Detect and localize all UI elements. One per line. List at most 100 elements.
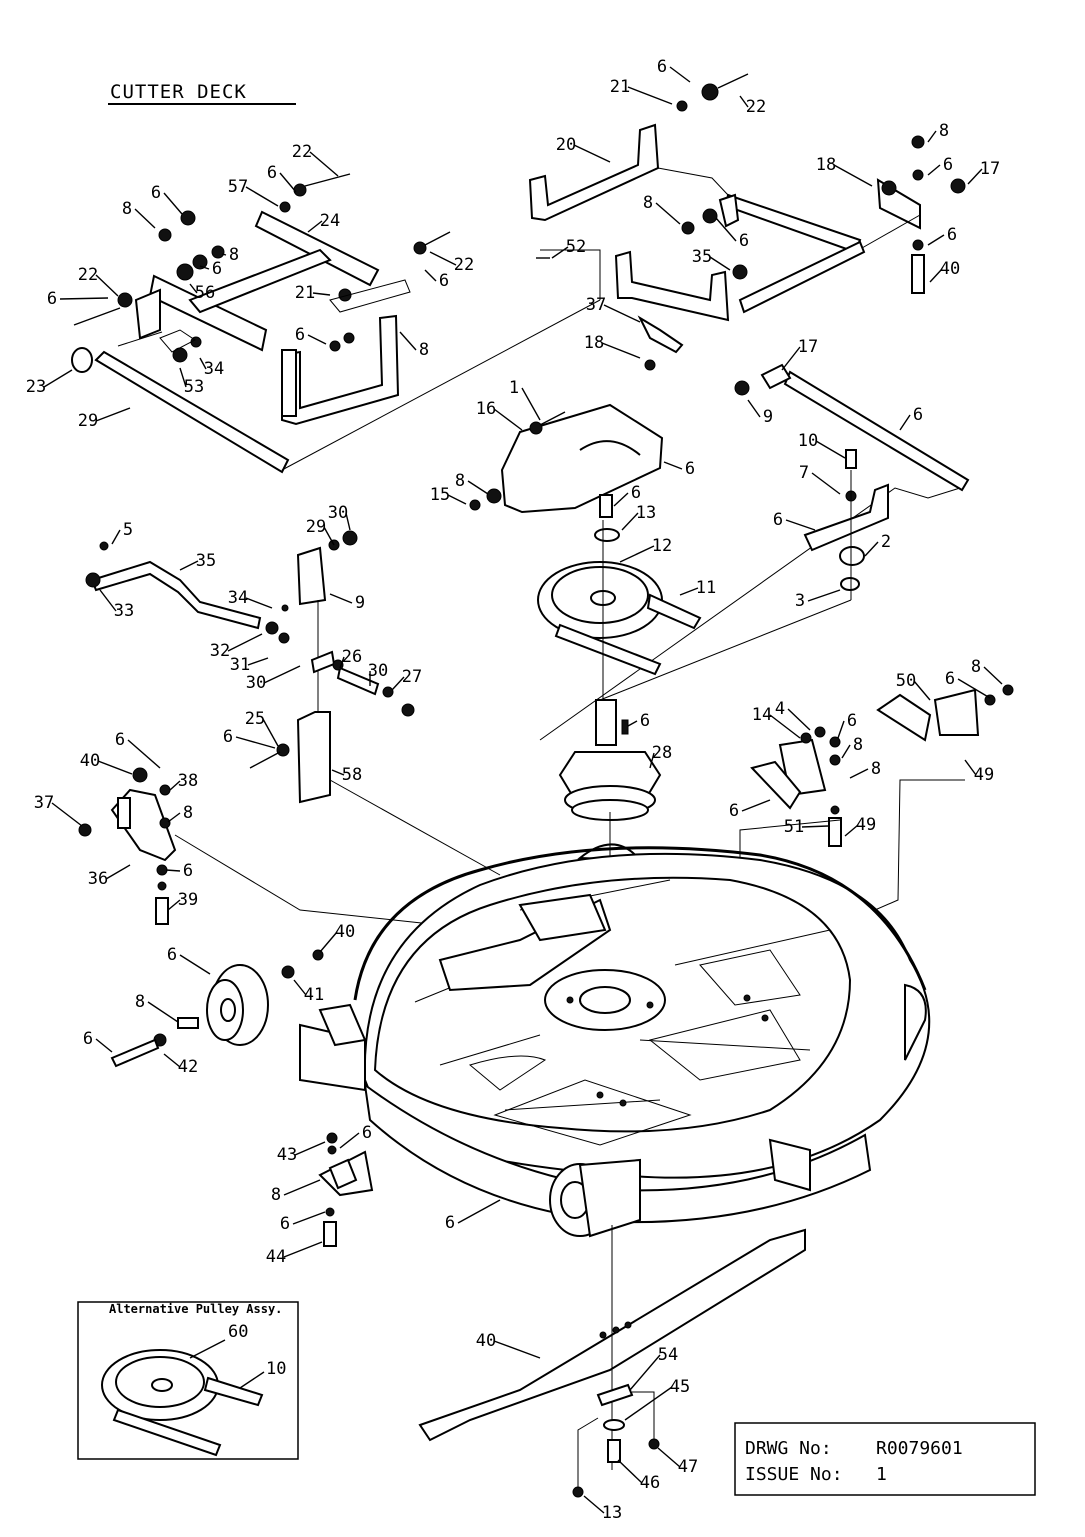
callout-6: 6 (729, 801, 739, 821)
callout-8: 8 (643, 193, 653, 213)
callout-34: 34 (204, 359, 224, 379)
callout-8: 8 (183, 803, 193, 823)
front-hanger-assembly (71, 173, 451, 474)
callout-6: 6 (445, 1213, 455, 1233)
callout-3: 3 (795, 591, 805, 611)
callout-58: 58 (342, 765, 362, 785)
callout-leader (849, 768, 869, 779)
callout-22: 22 (454, 255, 474, 275)
callout-6: 6 (439, 271, 449, 291)
callout-leader (927, 164, 941, 176)
callout-leader (617, 1459, 643, 1484)
callout-6: 6 (773, 510, 783, 530)
callout-leader (294, 1141, 326, 1156)
callout-40: 40 (335, 922, 355, 942)
callout-6: 6 (280, 1214, 290, 1234)
callout-leader (165, 869, 181, 872)
callout-leader (199, 357, 207, 370)
callout-leader (833, 164, 873, 187)
callout-7: 7 (799, 463, 809, 483)
callout-leader (283, 1241, 323, 1258)
callout-26: 26 (342, 647, 362, 667)
callout-leader (331, 769, 345, 776)
callout-leader (189, 283, 198, 294)
callout-6: 6 (47, 289, 57, 309)
callout-24: 24 (320, 211, 340, 231)
callout-leader (811, 472, 841, 495)
callout-14: 14 (752, 705, 772, 725)
callout-33: 33 (114, 601, 134, 621)
callout-leader (319, 931, 338, 953)
callout-leader (105, 864, 131, 880)
callout-42: 42 (178, 1057, 198, 1077)
callout-leader (312, 292, 331, 296)
callout-leader (649, 752, 655, 769)
callout-6: 6 (151, 183, 161, 203)
callout-leader (227, 633, 263, 652)
callout-2: 2 (881, 532, 891, 552)
callout-leader (179, 367, 187, 388)
callout-35: 35 (692, 247, 712, 267)
callout-6: 6 (223, 727, 233, 747)
callout-leader (624, 1386, 673, 1421)
callout-leader (929, 268, 943, 283)
issue-label: ISSUE No: (745, 1464, 843, 1485)
callout-49: 49 (856, 815, 876, 835)
callout-15: 15 (430, 485, 450, 505)
callout-leader (447, 494, 467, 505)
callout-38: 38 (178, 771, 198, 791)
callout-leader (807, 589, 841, 602)
callout-leader (741, 799, 771, 812)
callout-6: 6 (212, 259, 222, 279)
callout-leader (837, 720, 845, 739)
rear-bracket-assembly (78, 767, 486, 946)
callout-29: 29 (78, 411, 98, 431)
callout-leader (551, 246, 569, 259)
callout-leader (781, 346, 801, 371)
callout-leader (493, 1340, 541, 1359)
callout-leader (399, 331, 417, 351)
callout-21: 21 (295, 283, 315, 303)
callout-leader (345, 512, 351, 531)
callout-28: 28 (652, 743, 672, 763)
callout-46: 46 (640, 1473, 660, 1493)
callout-leader (245, 597, 273, 609)
callout-39: 39 (178, 890, 198, 910)
callout-leader (293, 979, 307, 996)
callout-leader (424, 269, 437, 282)
callout-22: 22 (78, 265, 98, 285)
callout-leader (747, 399, 761, 418)
callout-22: 22 (746, 97, 766, 117)
callout-13: 13 (602, 1503, 622, 1523)
callout-leader (601, 342, 641, 359)
callout-leader (147, 1001, 179, 1023)
callout-47: 47 (678, 1457, 698, 1477)
drwg-number: R0079601 (876, 1438, 963, 1459)
callout-leader (245, 186, 279, 207)
callout-leader (221, 253, 227, 256)
callout-6: 6 (913, 405, 923, 425)
callout-9: 9 (355, 593, 365, 613)
callout-leader (283, 1179, 321, 1196)
callout-50: 50 (896, 671, 916, 691)
callout-6: 6 (943, 155, 953, 175)
callout-leader (913, 680, 931, 701)
callout-leader (323, 526, 335, 546)
callout-34: 34 (228, 588, 248, 608)
callout-40: 40 (940, 259, 960, 279)
callout-9: 9 (763, 407, 773, 427)
callout-54: 54 (658, 1345, 678, 1365)
callout-17: 17 (980, 159, 1000, 179)
leader-line (540, 249, 601, 300)
callout-53: 53 (184, 377, 204, 397)
callout-leader (43, 369, 73, 388)
callout-35: 35 (196, 551, 216, 571)
cutter-blade (418, 1225, 806, 1498)
callout-leader (815, 440, 846, 459)
callout-8: 8 (939, 121, 949, 141)
alternative-pulley-inset: Alternative Pulley Assy. 60 10 (77, 1301, 299, 1460)
callout-6: 6 (115, 730, 125, 750)
callout-leader (603, 304, 641, 323)
callout-8: 8 (271, 1185, 281, 1205)
